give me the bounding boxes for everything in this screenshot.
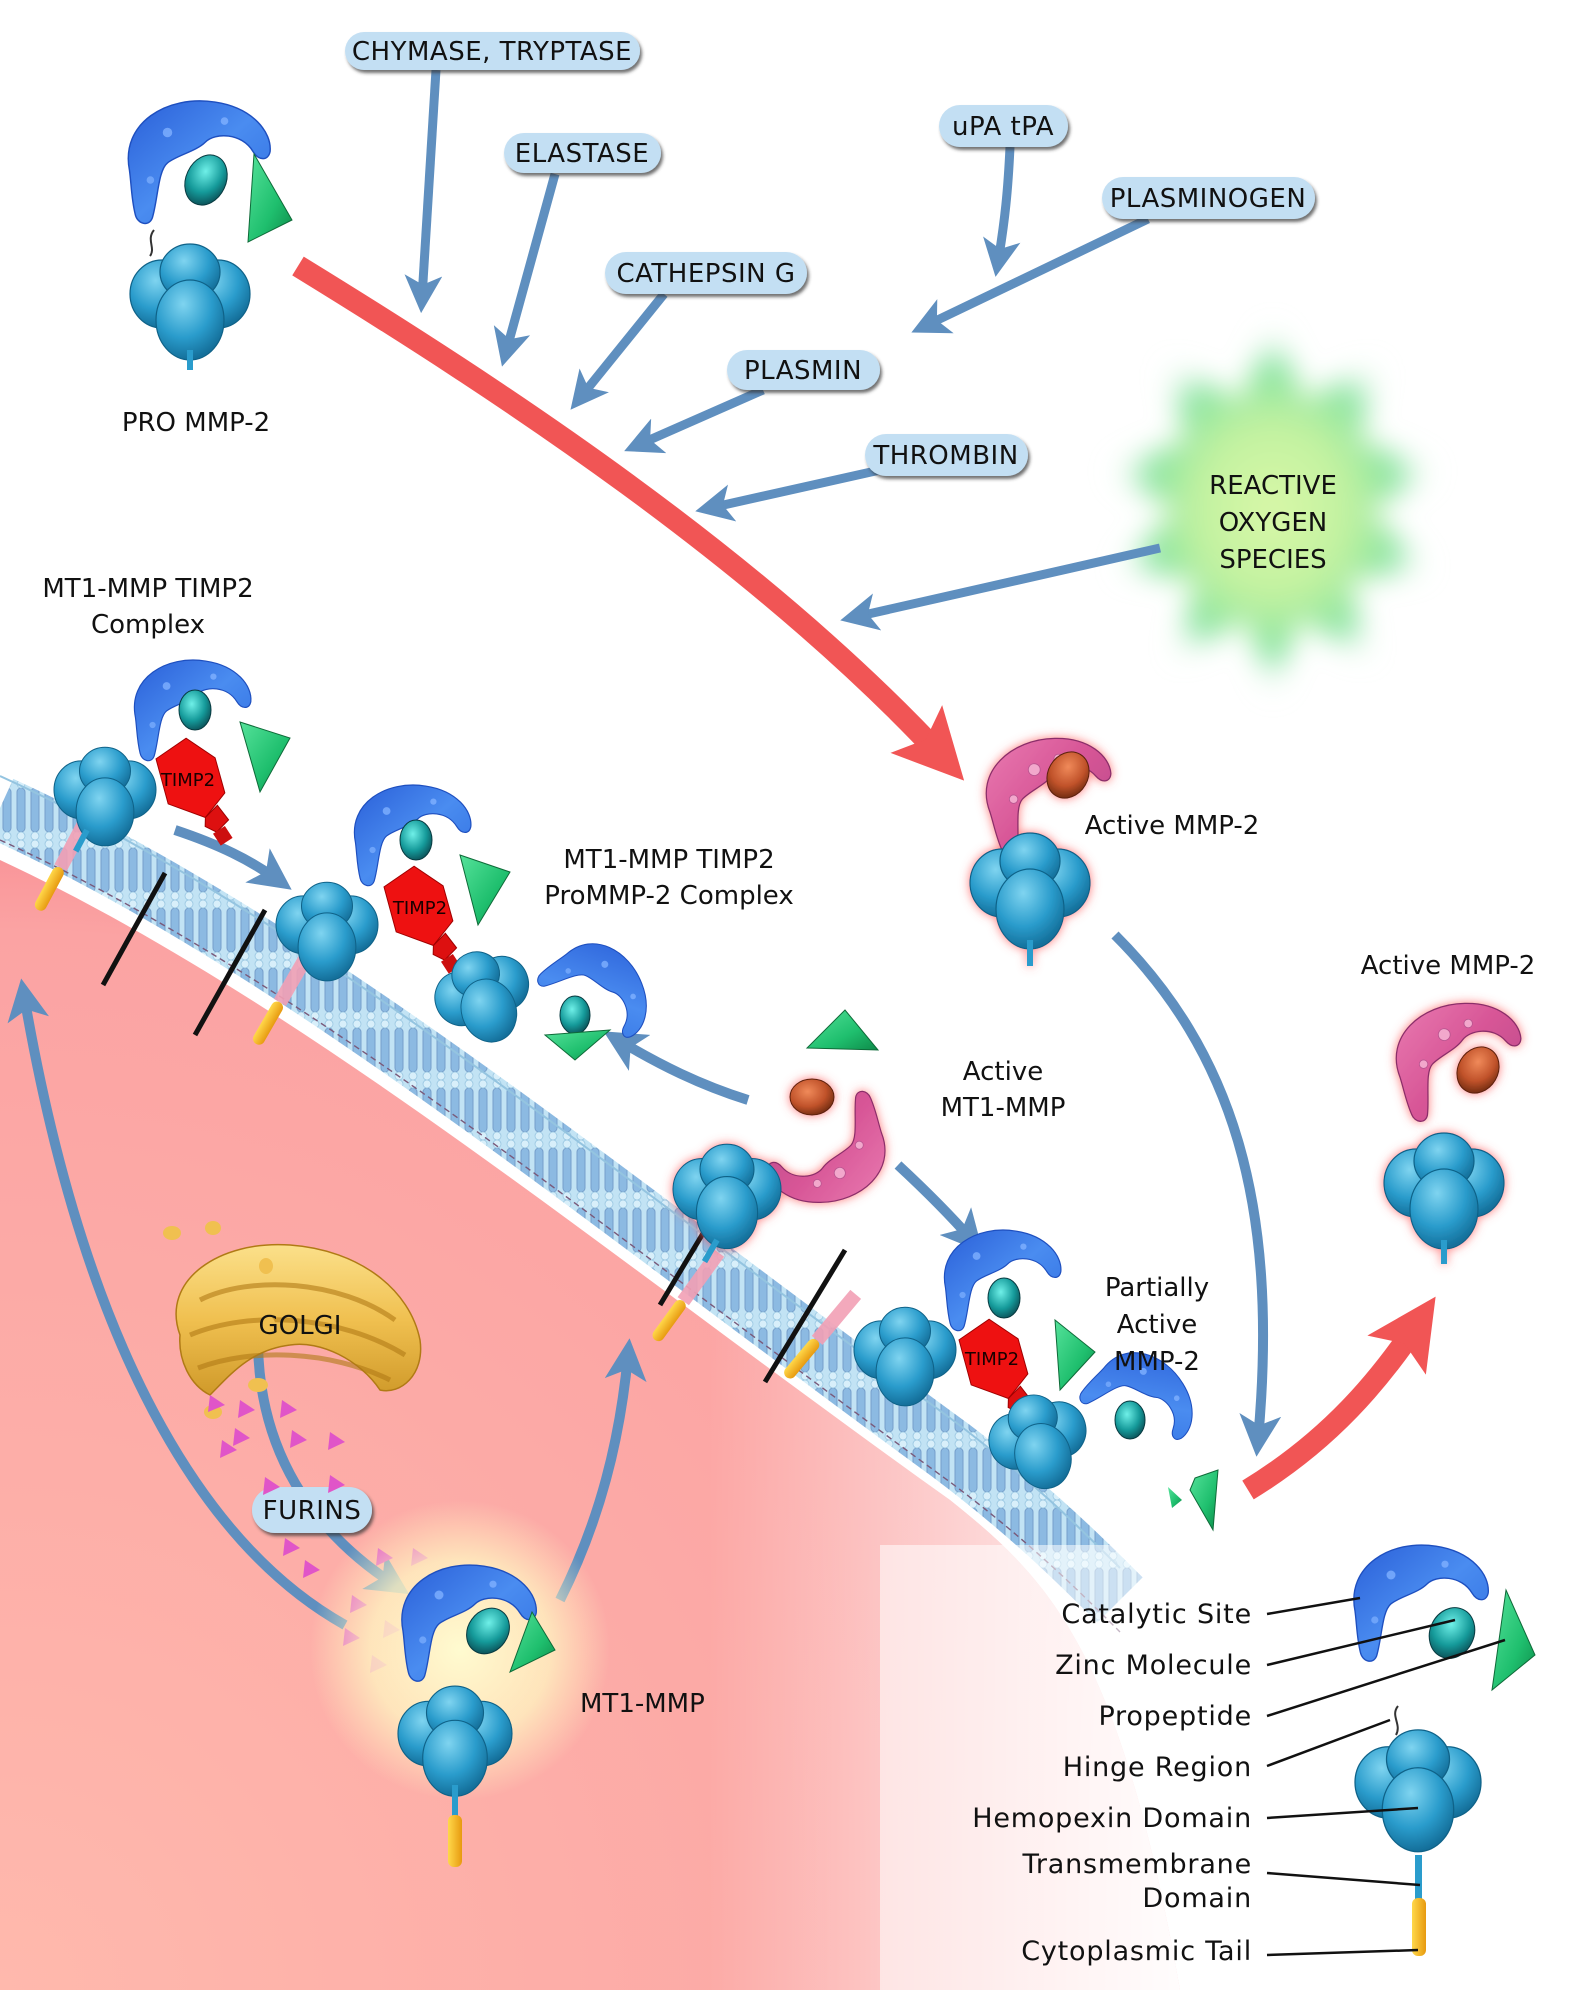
pill-elastase[interactable]: ELASTASE <box>504 133 661 173</box>
label-pro-mmp2: PRO MMP-2 <box>122 408 270 438</box>
timp2-label: TIMP2 <box>160 770 215 791</box>
label-active-mt1mmp-1: Active <box>963 1057 1043 1087</box>
label-mt1-timp2-complex-1: MT1-MMP TIMP2 <box>42 574 253 604</box>
svg-text:PLASMIN: PLASMIN <box>744 356 862 386</box>
pill-plasminogen[interactable]: PLASMINOGEN <box>1102 177 1315 219</box>
pill-upa-tpa[interactable]: uPA tPA <box>939 105 1068 147</box>
label-golgi: GOLGI <box>259 1311 342 1341</box>
pill-furins[interactable]: FURINS <box>252 1487 372 1533</box>
active-mt1mmp <box>672 1009 893 1264</box>
activator-arrows <box>404 69 1161 631</box>
legend-hemopexin-domain: Hemopexin Domain <box>972 1803 1252 1834</box>
label-active-mt1mmp-2: MT1-MMP <box>941 1093 1066 1123</box>
ros-line-1: REACTIVE <box>1209 471 1337 501</box>
label-partially-active-1: Partially <box>1105 1273 1209 1303</box>
partial-to-active-arrow <box>1242 1296 1436 1500</box>
domain-legend: Catalytic Site Zinc Molecule Propeptide … <box>972 1545 1536 1967</box>
svg-text:THROMBIN: THROMBIN <box>872 441 1018 471</box>
legend-catalytic-site: Catalytic Site <box>1061 1599 1252 1630</box>
ros-line-2: OXYGEN <box>1219 508 1328 538</box>
timp2-label-3: TIMP2 <box>964 1349 1019 1370</box>
mt1-timp2-complex: TIMP2 <box>53 660 291 859</box>
hemopexin-icon <box>129 243 251 361</box>
timp2-label-2: TIMP2 <box>392 898 447 919</box>
legend-transmembrane-domain-1: Transmembrane <box>1022 1849 1252 1880</box>
svg-text:ELASTASE: ELASTASE <box>515 139 649 169</box>
mt1-mmp <box>397 1565 556 1867</box>
pill-thrombin[interactable]: THROMBIN <box>865 434 1028 476</box>
legend-cytoplasmic-tail: Cytoplasmic Tail <box>1021 1936 1252 1967</box>
pill-chymase-tryptase[interactable]: CHYMASE, TRYPTASE <box>345 32 640 70</box>
label-partially-active-3: MMP-2 <box>1114 1347 1200 1377</box>
svg-text:uPA tPA: uPA tPA <box>952 112 1054 142</box>
label-mt1-timp2-complex-2: Complex <box>91 610 205 640</box>
mt1mmp-glow <box>310 1500 610 1800</box>
active-mmp2-right <box>1383 994 1532 1264</box>
label-active-mmp2-right: Active MMP-2 <box>1361 951 1536 981</box>
svg-text:CATHEPSIN G: CATHEPSIN G <box>617 259 796 289</box>
zinc-molecule-icon <box>184 154 228 206</box>
pro-to-active-arrow <box>292 256 965 781</box>
activator-pills: CHYMASE, TRYPTASE ELASTASE CATHEPSIN G P… <box>252 32 1315 1533</box>
legend-zinc-molecule: Zinc Molecule <box>1055 1650 1252 1681</box>
mt1-timp2-prommp2-complex: TIMP2 <box>275 785 663 1063</box>
legend-hinge-region: Hinge Region <box>1063 1752 1252 1783</box>
label-ternary-complex-1: MT1-MMP TIMP2 <box>563 845 774 875</box>
label-partially-active-2: Active <box>1117 1310 1197 1340</box>
partially-active-mmp2: TIMP2 <box>853 1230 1219 1532</box>
svg-text:FURINS: FURINS <box>263 1496 362 1526</box>
golgi-apparatus: GOLGI <box>163 1221 422 1419</box>
label-active-mmp2-center: Active MMP-2 <box>1085 811 1260 841</box>
label-ternary-complex-2: ProMMP-2 Complex <box>544 881 793 911</box>
pill-cathepsin-g[interactable]: CATHEPSIN G <box>605 252 807 294</box>
membrane-breaks <box>100 871 848 1384</box>
ros-line-3: SPECIES <box>1219 545 1326 575</box>
svg-text:PLASMINOGEN: PLASMINOGEN <box>1110 184 1307 214</box>
pill-plasmin[interactable]: PLASMIN <box>727 350 880 390</box>
pro-mmp2 <box>128 101 293 370</box>
svg-text:CHYMASE, TRYPTASE: CHYMASE, TRYPTASE <box>352 37 632 67</box>
active-mmp2-center <box>969 729 1122 966</box>
activation-arrows-red <box>292 256 1436 1500</box>
legend-protein <box>1354 1545 1536 1956</box>
legend-transmembrane-domain-2: Domain <box>1142 1883 1252 1914</box>
propeptide-icon <box>247 152 293 243</box>
legend-leader-lines <box>1266 1596 1506 1957</box>
hinge-icon <box>149 229 155 257</box>
legend-propeptide: Propeptide <box>1098 1701 1252 1732</box>
label-mt1mmp: MT1-MMP <box>580 1689 705 1719</box>
reactive-oxygen-species-cloud: REACTIVE OXYGEN SPECIES <box>1105 320 1440 700</box>
